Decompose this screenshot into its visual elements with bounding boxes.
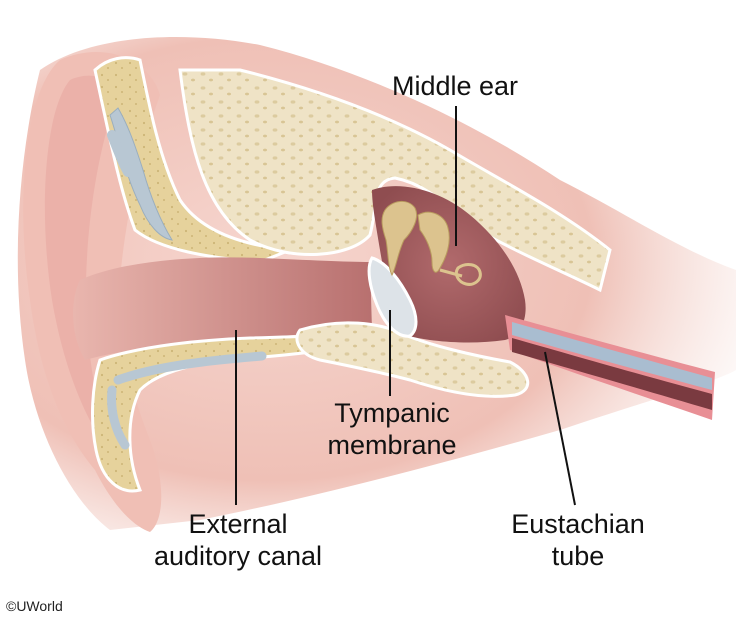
copyright-text: ©UWorld [6,598,63,614]
label-middle-ear: Middle ear [370,70,540,102]
upper-cartilage-highlight-2 [107,130,133,177]
eustachian-tube-lumen [512,338,712,410]
lower-cartilage-highlight [113,351,267,385]
ossicle-incus [417,211,450,273]
label-external-line2: auditory canal [153,541,323,571]
label-eustachian-line1: Eustachian [511,509,645,539]
label-external-line1: External [188,509,288,539]
label-eustachian-tube: Eustachian tube [478,508,678,572]
eustachian-tube-lining [512,322,712,390]
label-eustachian-line2: tube [551,541,605,571]
label-middle-ear-text: Middle ear [391,71,519,101]
tympanic-membrane [367,256,418,338]
ossicle-link [439,268,463,278]
ossicle-malleus [381,201,418,277]
lower-cartilage-highlight-2 [107,385,130,450]
label-tympanic-membrane: Tympanic membrane [302,397,482,461]
auricle-rim-shadow [44,75,120,451]
label-tympanic-line2: membrane [327,430,457,460]
ossicle-stapes [454,263,482,286]
label-external-auditory-canal: External auditory canal [128,508,348,572]
leader-eustachian [544,351,576,506]
label-tympanic-line1: Tympanic [334,398,450,428]
